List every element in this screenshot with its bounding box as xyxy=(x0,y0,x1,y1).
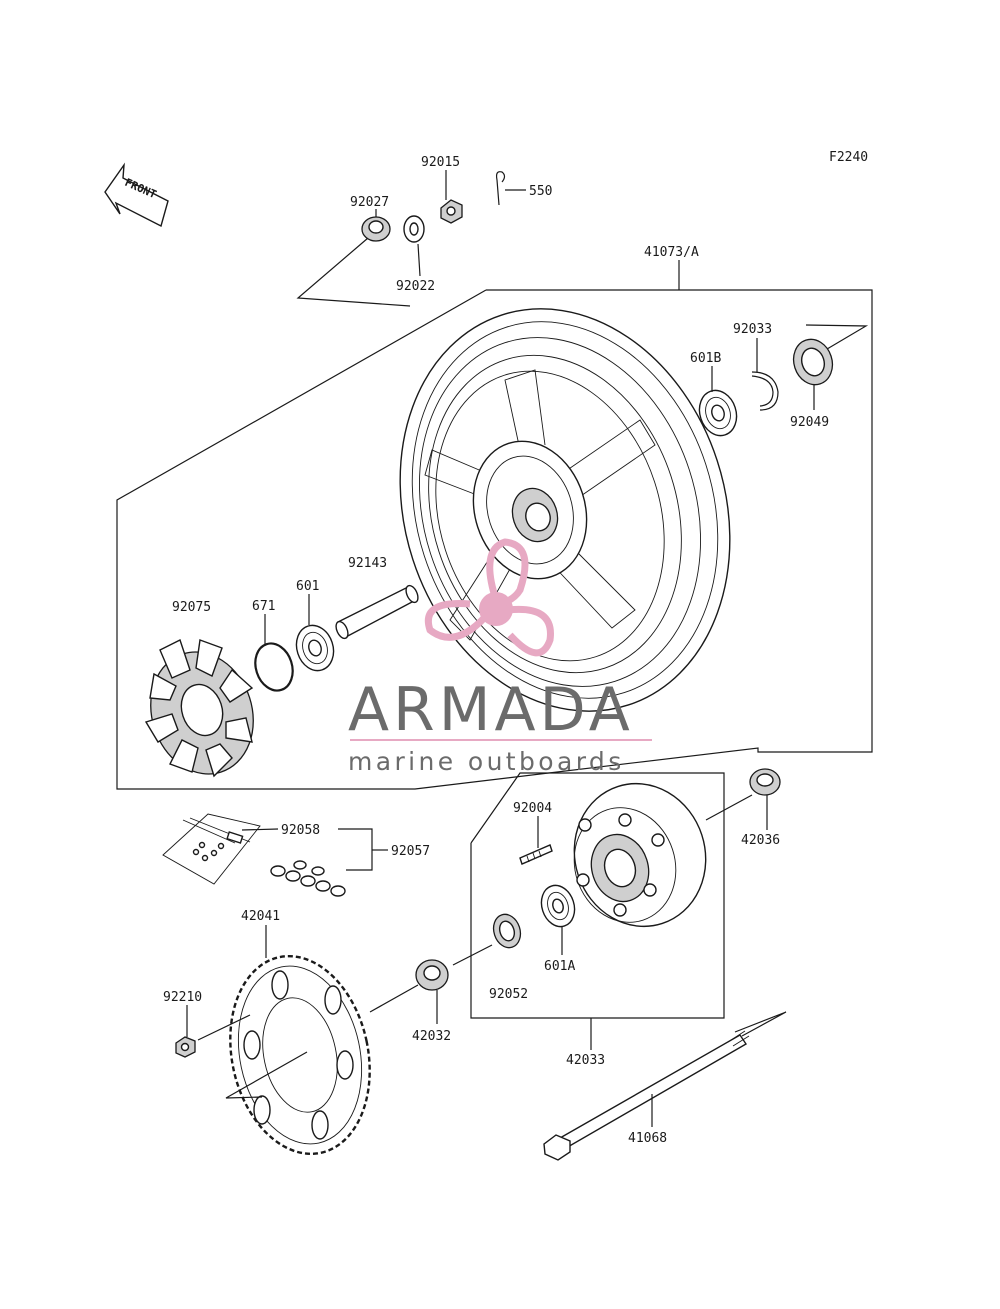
leader-92057 xyxy=(338,828,373,871)
watermark-brand: ARMADA xyxy=(348,675,634,745)
watermark-tagline: marine outboards xyxy=(348,747,625,776)
spacer-92143 xyxy=(335,584,419,640)
label-42033: 42033 xyxy=(566,1053,605,1068)
label-601A: 601A xyxy=(544,959,575,974)
label-42041: 42041 xyxy=(241,909,280,924)
bearing-601A xyxy=(540,884,576,928)
label-92033: 92033 xyxy=(733,322,772,337)
armada-watermark: ARMADA marine outboards xyxy=(348,538,652,776)
label-92027: 92027 xyxy=(350,195,389,210)
label-92210: 92210 xyxy=(163,990,202,1005)
label-92058: 92058 xyxy=(281,823,320,838)
label-41068: 41068 xyxy=(628,1131,667,1146)
label-92049: 92049 xyxy=(790,415,829,430)
pointer-42032-left xyxy=(369,984,419,1013)
nut-92210 xyxy=(175,1036,196,1058)
rear-axle-41068 xyxy=(543,1030,750,1161)
rear-sprocket-42041 xyxy=(229,954,371,1156)
wheel-group-outline xyxy=(116,289,873,790)
pointer-42032 xyxy=(452,944,493,966)
pointer-41068 xyxy=(734,1011,787,1037)
hub-group-outline xyxy=(470,772,725,1019)
leader-92022 xyxy=(417,243,421,277)
bearing-601 xyxy=(295,624,335,672)
top-left-pointer xyxy=(296,237,411,307)
collar-42036 xyxy=(749,768,781,796)
cotter-pin-550 xyxy=(495,171,506,206)
oil-seal-92049 xyxy=(792,338,834,386)
drive-chain-92057 xyxy=(162,813,346,897)
label-550: 550 xyxy=(529,184,552,199)
pointer-sprocket-lower xyxy=(225,1051,308,1099)
label-42032: 42032 xyxy=(412,1029,451,1044)
label-601: 601 xyxy=(296,579,319,594)
stud-92004 xyxy=(519,844,553,865)
collar-92027 xyxy=(361,216,391,242)
oil-seal-92052 xyxy=(492,913,522,949)
label-41073A: 41073/A xyxy=(644,245,699,260)
collar-42032 xyxy=(415,959,449,991)
label-92004: 92004 xyxy=(513,801,552,816)
pointer-42036 xyxy=(705,794,753,821)
washer-92022 xyxy=(403,215,425,243)
sprocket-coupling-42033 xyxy=(573,782,707,928)
label-671: 671 xyxy=(252,599,275,614)
pointer-92210 xyxy=(197,1014,251,1041)
label-42036: 42036 xyxy=(741,833,780,848)
propeller-logo-icon xyxy=(425,538,554,657)
label-601B: 601B xyxy=(690,351,721,366)
label-92015: 92015 xyxy=(421,155,460,170)
damper-92075 xyxy=(144,639,254,778)
label-92022: 92022 xyxy=(396,279,435,294)
o-ring-671 xyxy=(254,642,294,692)
label-92075: 92075 xyxy=(172,600,211,615)
circlip-92033 xyxy=(751,371,779,411)
nut-92015 xyxy=(440,199,463,224)
label-92052: 92052 xyxy=(489,987,528,1002)
label-92057: 92057 xyxy=(391,844,430,859)
leader-92058 xyxy=(241,828,279,831)
front-arrow-icon: FRONT xyxy=(104,162,169,228)
label-92143: 92143 xyxy=(348,556,387,571)
right-pointer-92049 xyxy=(805,324,869,353)
figure-code: F2240 xyxy=(829,150,868,165)
chain-links xyxy=(270,860,346,897)
bearing-601B xyxy=(698,389,738,437)
